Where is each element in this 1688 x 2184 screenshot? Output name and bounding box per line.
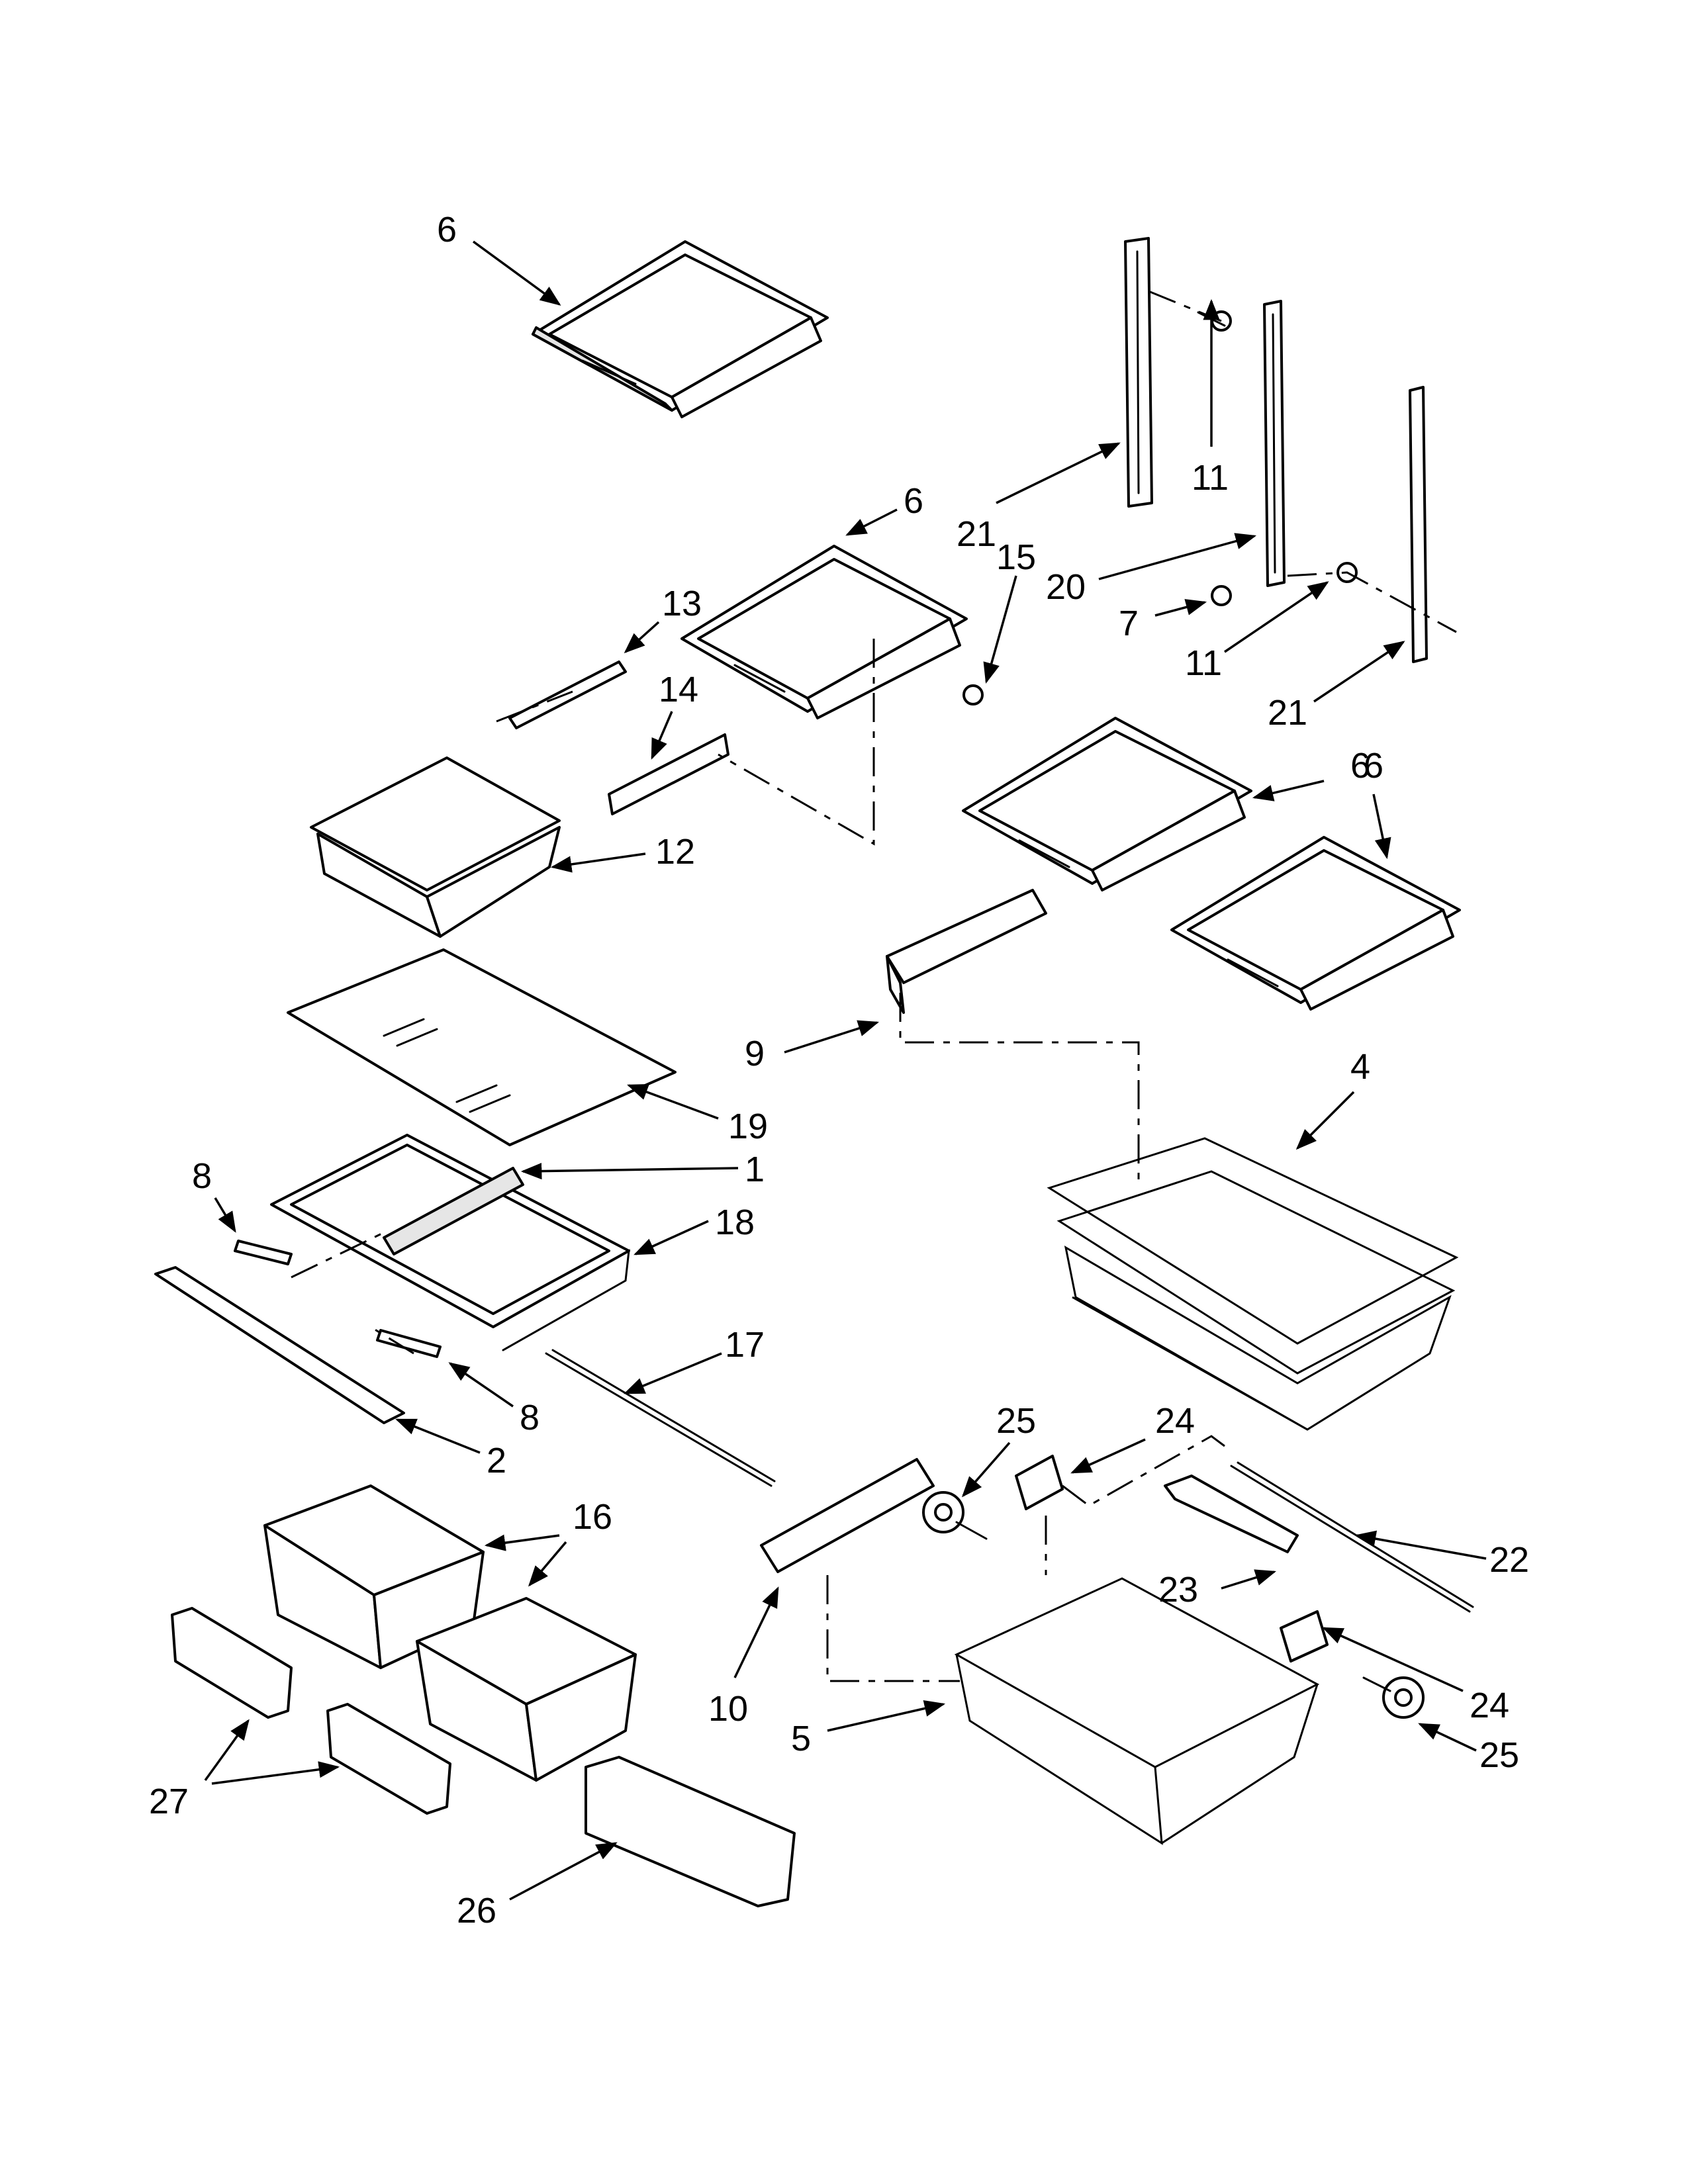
- gear-part-25-top: [922, 1491, 988, 1540]
- callout-label: 5: [791, 1719, 811, 1758]
- handle-part-27-right: [326, 1703, 451, 1815]
- callout-label: 20: [1046, 567, 1086, 607]
- plate-part-24-top: [1015, 1455, 1064, 1510]
- glass-shelf-part-19: [287, 948, 677, 1146]
- callout-label: 15: [996, 537, 1036, 577]
- callout-label: 6: [437, 210, 457, 250]
- wire-basket-part-5: [954, 1577, 1320, 1845]
- callout-label: 8: [520, 1398, 539, 1437]
- shelf-frame-part-18: [270, 1134, 630, 1351]
- callout-label: 23: [1158, 1570, 1198, 1610]
- callout-label: 12: [655, 832, 695, 872]
- callout-label: 4: [1350, 1047, 1370, 1087]
- callout-label: 6: [1350, 746, 1370, 786]
- callout-label: 14: [659, 670, 698, 709]
- rail-part-20: [1263, 300, 1286, 587]
- callout-label: 1: [745, 1150, 765, 1189]
- callout-label: 24: [1155, 1401, 1195, 1441]
- rail-part-21-left: [1124, 237, 1153, 508]
- callout-label: 8: [192, 1156, 212, 1196]
- callout-label: 24: [1470, 1686, 1509, 1725]
- wire-basket-part-4: [1047, 1137, 1459, 1431]
- callout-label: 25: [1479, 1735, 1519, 1775]
- callout-label: 21: [1268, 693, 1307, 733]
- rail-part-21-right: [1409, 386, 1428, 663]
- shelf-part-6-right-a: [962, 717, 1252, 891]
- rod-part-17: [545, 1349, 776, 1487]
- callout-label: 6: [904, 481, 923, 521]
- callout-label: 13: [662, 584, 702, 623]
- shelf-part-6-middle: [680, 545, 968, 719]
- shelf-part-6-top: [532, 240, 829, 418]
- screw-part-7: [1211, 585, 1232, 606]
- gear-part-25-bottom: [1362, 1676, 1425, 1719]
- callout-label: 21: [957, 514, 996, 554]
- callout-label: 7: [1119, 604, 1139, 643]
- plate-part-24-bottom: [1280, 1610, 1329, 1662]
- callout-label: 25: [996, 1401, 1036, 1441]
- crisper-drawer-part-12: [310, 756, 561, 938]
- slide-part-14: [608, 733, 729, 815]
- shelf-part-6-right-b: [1170, 836, 1461, 1011]
- handle-part-27-left: [171, 1607, 293, 1719]
- bin-part-16-right: [416, 1597, 637, 1782]
- callout-label: 26: [457, 1891, 496, 1931]
- bracket-part-10: [760, 1458, 935, 1573]
- clip-part-8-right: [376, 1329, 442, 1358]
- screw-part-15: [962, 684, 984, 705]
- callout-label: 19: [728, 1107, 768, 1146]
- trim-part-2: [154, 1266, 405, 1424]
- slide-part-13: [508, 660, 627, 729]
- callout-label: 6: [1364, 746, 1383, 786]
- callout-label: 17: [725, 1325, 765, 1365]
- clip-part-8-left: [234, 1240, 293, 1265]
- callout-label: 18: [715, 1203, 755, 1242]
- arm-part-23: [1164, 1475, 1299, 1553]
- callout-label: 11: [1192, 458, 1229, 498]
- callout-label: 22: [1489, 1540, 1529, 1580]
- callout-label: 27: [149, 1782, 189, 1821]
- bracket-part-9: [886, 889, 1047, 1014]
- callout-label: 10: [708, 1689, 748, 1729]
- panel-part-26: [585, 1756, 796, 1907]
- callout-labels: 6 6 6 6 21 11 15 20 7 11 21 13 14 12 9 4…: [149, 210, 1529, 1931]
- callout-leaders: [204, 240, 1487, 1901]
- callout-label: 11: [1185, 643, 1222, 683]
- callout-label: 2: [487, 1441, 506, 1480]
- callout-label: 16: [573, 1497, 612, 1537]
- callout-label: 9: [745, 1034, 765, 1073]
